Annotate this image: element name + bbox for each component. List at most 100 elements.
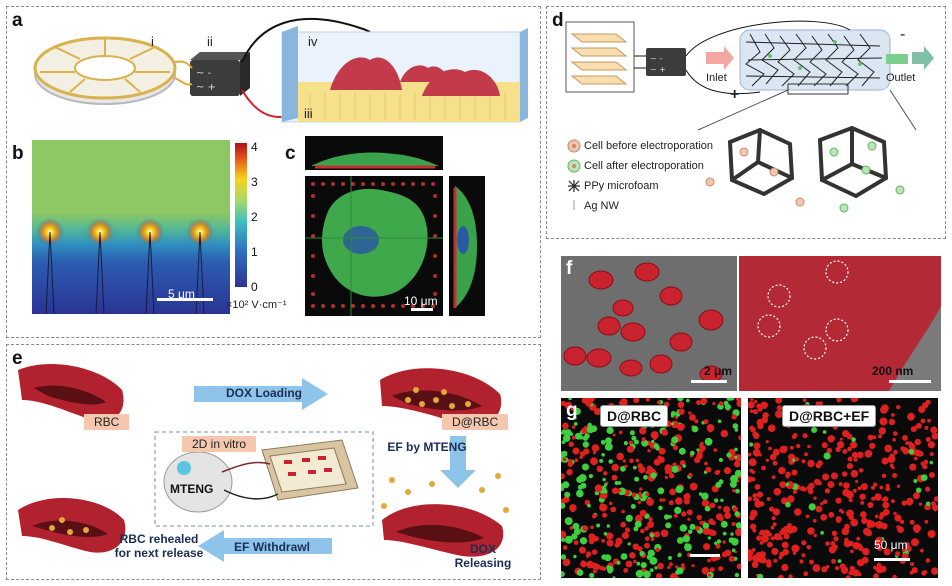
fluorescence-dot: [663, 514, 670, 520]
panel-c-label: c: [285, 143, 296, 164]
fluorescence-dot: [840, 566, 849, 574]
fluorescence-dot: [850, 469, 859, 478]
fluorescence-dot: [860, 483, 868, 491]
fluorescence-dot: [713, 448, 718, 452]
fluorescence-dot: [605, 437, 612, 444]
fluorescence-dot: [604, 442, 613, 451]
fluorescence-dot: [875, 522, 879, 526]
label-iv: iv: [308, 34, 318, 49]
fluorescence-dot: [608, 501, 613, 506]
fluorescence-dot: [720, 429, 729, 438]
fluorescence-dot: [699, 520, 704, 525]
fluorescence-dot: [927, 530, 936, 538]
fluorescence-dot: [731, 522, 736, 526]
fluorescence-dot: [841, 527, 850, 536]
fluorescence-dot: [749, 514, 755, 521]
fluorescence-dot: [883, 548, 891, 556]
fluorescence-dot: [682, 535, 690, 543]
fluorescence-dot: [922, 402, 929, 409]
fluorescence-dot: [883, 508, 890, 516]
fluorescence-dot: [916, 422, 922, 429]
fluorescence-dot: [901, 500, 907, 506]
field-scalebar-label: 5 μm: [168, 287, 195, 301]
tag-rbc: RBC: [84, 414, 130, 430]
fluorescence-dot: [658, 447, 666, 455]
inset-title: 2D in vitro: [182, 436, 257, 452]
fluorescence-dot: [925, 558, 931, 563]
fluorescence-dot: [751, 548, 756, 552]
fluorescence-dot: [561, 502, 566, 509]
fluorescence-dot: [805, 514, 810, 519]
fluorescence-dot: [567, 458, 573, 464]
fluorescence-dot: [850, 398, 859, 403]
fluorescence-dot: [639, 487, 643, 491]
fluorescence-dot: [650, 431, 659, 440]
fluorescence-dot: [691, 564, 695, 568]
fluorescence-dot: [673, 513, 678, 518]
fluorescence-dot: [633, 439, 639, 445]
fluorescence-dot: [718, 457, 723, 463]
fluorescence-dot: [606, 539, 614, 547]
fluorescence-dot: [678, 408, 685, 415]
fluorescence-dot: [756, 491, 763, 498]
fluorescence-dot: [707, 536, 711, 540]
fluorescence-dot: [894, 514, 902, 522]
fluorescence-dot: [669, 562, 673, 566]
fluorescence-dot: [724, 512, 731, 519]
fluorescence-dot: [689, 450, 695, 456]
fluorescence-dot: [644, 526, 649, 531]
fluorescence-dot: [734, 447, 738, 452]
fluorescence-dot: [602, 477, 606, 482]
colorbar: [235, 143, 247, 287]
fluorescence-dot: [893, 511, 897, 516]
fluorescence-dot: [804, 452, 808, 457]
fluorescence-dot: [923, 570, 928, 575]
panel-f-label: f: [566, 258, 573, 279]
panel-d-illustration: ~ - ~ +: [565, 20, 934, 213]
fluorescence-dot: [837, 559, 842, 563]
fluorescence-left-title: D@RBC: [600, 405, 669, 427]
fluorescence-dot: [750, 523, 757, 530]
fluorescence-dot: [561, 440, 566, 444]
fluorescence-dot: [845, 575, 851, 578]
fluorescence-dot: [888, 418, 896, 426]
fluorescence-dot: [778, 574, 784, 578]
fluorescence-dot: [620, 553, 628, 560]
fluorescence-dot: [561, 554, 567, 560]
fluorescence-dot: [696, 400, 701, 406]
fluorescence-dot: [630, 504, 636, 509]
svg-text:~ +: ~ +: [650, 65, 666, 74]
fluorescence-dot: [906, 497, 914, 505]
fluorescence-dot: [584, 433, 590, 439]
fluorescence-dot: [709, 502, 716, 508]
fluorescence-dot: [588, 474, 593, 479]
fluorescence-dot: [904, 543, 909, 548]
fluorescence-dot: [731, 548, 736, 553]
fluorescence-dot: [586, 398, 594, 405]
fluorescence-dot: [726, 452, 732, 458]
fluorescence-dot: [794, 457, 799, 462]
fluorescence-dot: [925, 501, 931, 507]
fluorescence-dot: [905, 441, 910, 446]
fluorescence-dot: [715, 543, 721, 549]
fluorescence-dot: [821, 442, 828, 449]
fluorescence-dot: [897, 405, 901, 409]
fluorescence-dot: [730, 532, 734, 536]
fluorescence-dot: [887, 455, 896, 464]
fluorescence-dot: [649, 533, 655, 538]
fluorescence-dot: [576, 569, 584, 576]
fluorescence-dot: [591, 398, 595, 400]
fluorescence-dot: [925, 486, 931, 492]
fluorescence-dot: [624, 527, 631, 533]
fluorescence-dot: [851, 437, 856, 442]
label-rbc-rehealed: RBC rehealed for next release: [114, 532, 204, 560]
fluorescence-dot: [647, 449, 651, 453]
svg-text:~ -: ~ -: [650, 54, 662, 63]
fluorescence-dot: [603, 471, 608, 476]
fluorescence-dot: [599, 565, 605, 571]
fluorescence-dot: [664, 464, 672, 472]
fluorescence-dot: [770, 536, 775, 541]
tag-d-rbc: D@RBC: [442, 414, 509, 430]
fluorescence-dot: [813, 533, 817, 538]
fluorescence-dot: [792, 489, 798, 495]
